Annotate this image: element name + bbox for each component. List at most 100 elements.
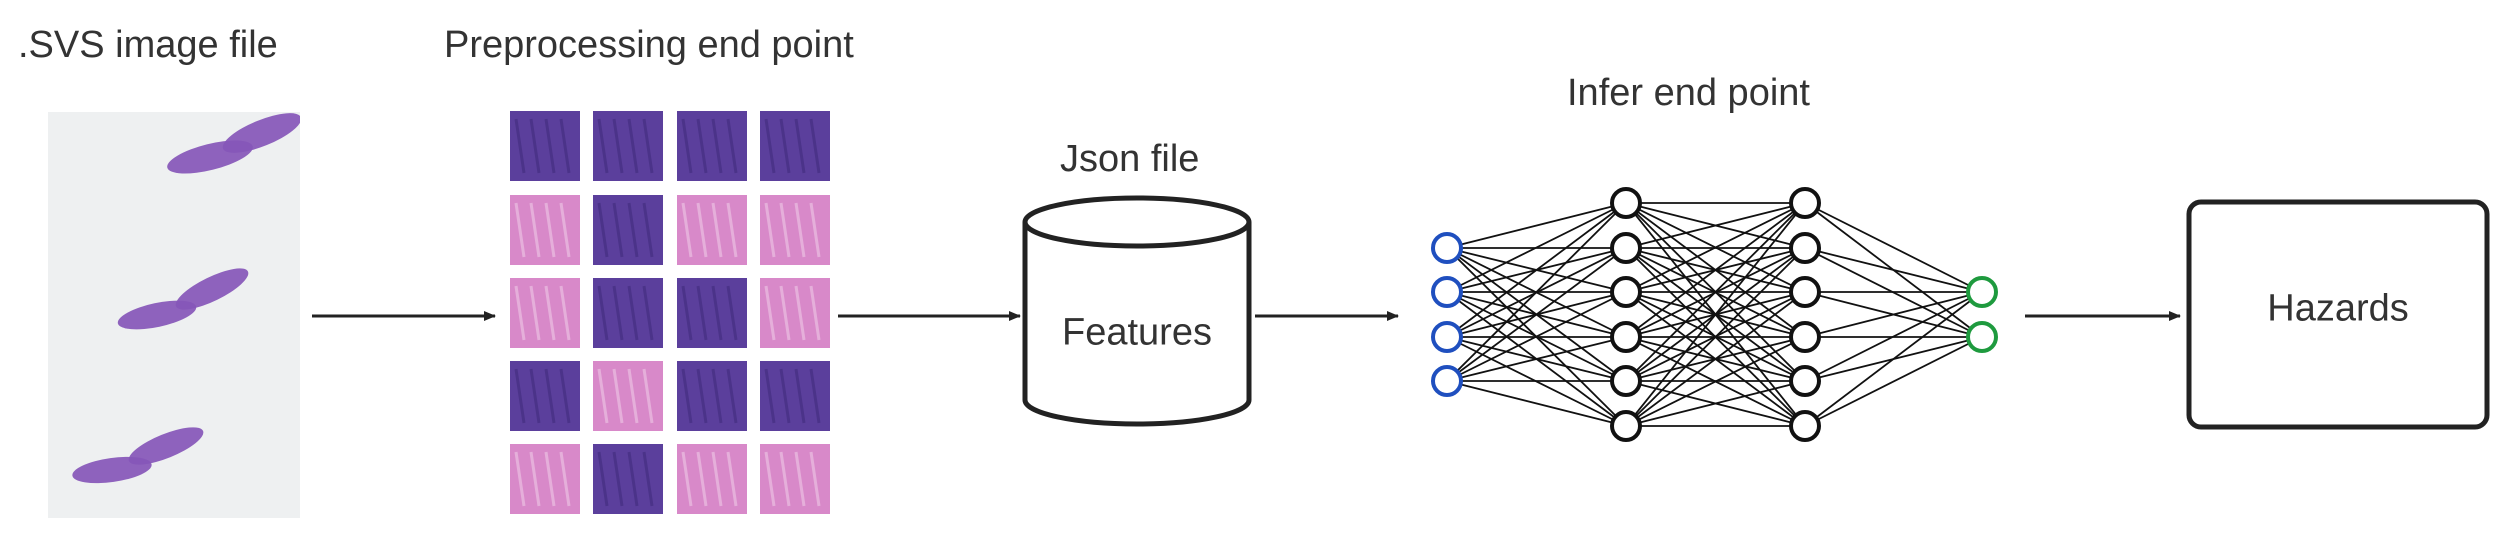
tile-texture — [696, 285, 708, 341]
network-edge — [1446, 380, 1627, 427]
network-edge — [1625, 247, 1806, 427]
network-edge — [1804, 291, 1983, 338]
tile-texture — [559, 451, 571, 507]
tile-texture — [794, 202, 806, 258]
histology-tile — [510, 111, 580, 181]
tile-texture — [544, 285, 556, 341]
hidden-node — [1610, 321, 1642, 353]
features-label: Features — [1062, 311, 1212, 354]
tile-texture — [764, 202, 776, 258]
tile-texture — [612, 118, 624, 174]
tile-texture — [764, 118, 776, 174]
tissue-section — [128, 427, 204, 465]
hidden-node — [1789, 232, 1821, 264]
histology-tile — [593, 278, 663, 348]
tissue-sections — [72, 113, 300, 484]
network-edge — [1804, 291, 1983, 427]
network-edge — [1625, 202, 1806, 382]
tile-texture — [779, 368, 791, 424]
tile-texture — [779, 451, 791, 507]
tile-texture — [726, 202, 738, 258]
tile-texture — [597, 118, 609, 174]
tile-texture — [514, 368, 526, 424]
histology-tile — [510, 278, 580, 348]
tile-texture — [794, 118, 806, 174]
tile-texture — [529, 118, 541, 174]
infer-endpoint-label: Infer end point — [1567, 72, 1810, 114]
preprocessed-tiles-grid — [510, 111, 830, 514]
network-edge — [1804, 202, 1983, 293]
tile-texture — [597, 451, 609, 507]
tile-texture — [809, 202, 821, 258]
tissue-section — [167, 140, 253, 174]
network-edge — [1446, 202, 1627, 293]
network-edge — [1446, 202, 1627, 249]
hidden-node — [1610, 410, 1642, 442]
network-edge — [1625, 380, 1806, 427]
tile-texture — [642, 451, 654, 507]
histology-tile — [677, 444, 747, 514]
network-edge — [1446, 247, 1627, 382]
tile-texture — [612, 368, 624, 424]
tile-texture — [764, 451, 776, 507]
tile-texture — [711, 451, 723, 507]
tile-texture — [559, 285, 571, 341]
histology-tile — [593, 444, 663, 514]
network-edge — [1446, 291, 1627, 382]
output-node — [1966, 276, 1998, 308]
network-edge — [1804, 247, 1983, 293]
tile-texture — [597, 368, 609, 424]
hidden-node — [1610, 365, 1642, 397]
tile-texture — [696, 368, 708, 424]
hidden-node — [1789, 187, 1821, 219]
tile-texture — [711, 368, 723, 424]
tile-texture — [642, 118, 654, 174]
histology-tile — [677, 195, 747, 265]
tile-texture — [642, 368, 654, 424]
tile-texture — [681, 368, 693, 424]
network-edge — [1804, 291, 1983, 382]
input-node — [1431, 321, 1463, 353]
preprocessing-endpoint-label: Preprocessing end point — [444, 24, 854, 66]
histology-tile — [760, 195, 830, 265]
tile-texture — [726, 285, 738, 341]
tile-texture — [544, 118, 556, 174]
tile-texture — [544, 202, 556, 258]
tile-texture — [612, 202, 624, 258]
network-edge — [1625, 291, 1806, 427]
tile-texture — [559, 118, 571, 174]
tile-texture — [681, 285, 693, 341]
tile-texture — [726, 368, 738, 424]
input-node — [1431, 276, 1463, 308]
hidden-node — [1610, 276, 1642, 308]
tile-texture — [696, 202, 708, 258]
input-node — [1431, 232, 1463, 264]
histology-tile — [760, 111, 830, 181]
network-edge — [1446, 336, 1627, 382]
tile-texture — [764, 285, 776, 341]
svs-image-file-label: .SVS image file — [18, 24, 278, 66]
histology-tile — [677, 111, 747, 181]
hazards-label: Hazards — [2267, 287, 2409, 330]
tile-texture — [544, 451, 556, 507]
tile-texture — [681, 118, 693, 174]
histology-tile — [593, 361, 663, 431]
network-edge — [1625, 336, 1806, 427]
tile-texture — [711, 118, 723, 174]
tile-texture — [627, 118, 639, 174]
histology-tile — [760, 278, 830, 348]
tile-texture — [681, 451, 693, 507]
network-edge — [1625, 202, 1806, 427]
tile-texture — [529, 202, 541, 258]
tile-texture — [726, 451, 738, 507]
tissue-section — [117, 300, 197, 330]
tile-texture — [514, 202, 526, 258]
hidden-node — [1789, 410, 1821, 442]
histology-tile — [593, 111, 663, 181]
tile-texture — [809, 118, 821, 174]
tile-texture — [612, 285, 624, 341]
tile-texture — [696, 118, 708, 174]
tile-texture — [681, 202, 693, 258]
tile-texture — [809, 451, 821, 507]
